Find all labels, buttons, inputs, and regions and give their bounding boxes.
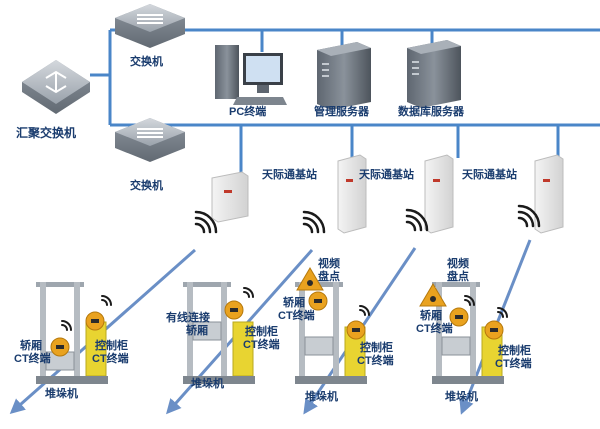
aggregation-switch-label: 汇聚交换机 (16, 126, 77, 140)
base-station-label: 天际通基站 (462, 169, 517, 181)
car-ct-label: CT终端 (14, 353, 51, 365)
pc-icon (215, 45, 287, 105)
base-station-icon (337, 154, 367, 234)
base-station-icon (424, 154, 454, 234)
switch-top-icon (115, 4, 185, 48)
cabinet-ct-label: CT终端 (243, 339, 280, 351)
wired-label: 有线连接 (166, 312, 210, 324)
switch-mid-icon (115, 118, 185, 162)
cabinet-label: 控制柜 (498, 345, 531, 357)
car-label: 轿厢 (283, 297, 305, 309)
backbone-links (90, 28, 600, 175)
car-label: 轿厢 (186, 325, 208, 337)
cabinet-ct-label: CT终端 (357, 355, 394, 367)
stacker-label: 堆垛机 (445, 391, 478, 403)
base-station-icon (211, 171, 249, 223)
base-station-label: 天际通基站 (262, 169, 317, 181)
stacker-crane-icon (432, 282, 504, 384)
car-label: 轿厢 (20, 340, 42, 352)
stacker-crane-icon (183, 282, 255, 384)
server-icon (317, 42, 371, 110)
stacker-label: 堆垛机 (305, 391, 338, 403)
inventory-label: 盘点 (447, 271, 469, 283)
stacker-label: 堆垛机 (191, 378, 224, 390)
inventory-label: 盘点 (318, 271, 340, 283)
server-icon (407, 40, 461, 108)
switch-mid-label: 交换机 (130, 180, 163, 192)
car-ct-label: CT终端 (278, 310, 315, 322)
switch-top-label: 交换机 (130, 56, 163, 68)
stacker-label: 堆垛机 (45, 388, 78, 400)
video-label: 视频 (318, 258, 340, 270)
video-label: 视频 (447, 258, 469, 270)
pc-terminal-label: PC终端 (229, 106, 267, 118)
camera-warning-icon (296, 267, 447, 307)
cabinet-ct-label: CT终端 (495, 358, 532, 370)
mgmt-server-label: 管理服务器 (314, 106, 369, 118)
db-server-label: 数据库服务器 (398, 106, 464, 118)
car-ct-label: CT终端 (416, 323, 453, 335)
base-station-label: 天际通基站 (359, 169, 414, 181)
cabinet-label: 控制柜 (245, 326, 278, 338)
cabinet-label: 控制柜 (95, 340, 128, 352)
wifi-icon (61, 287, 508, 331)
aggregation-switch-icon (22, 60, 90, 114)
stacker-crane-icon (295, 282, 367, 384)
cabinet-label: 控制柜 (360, 342, 393, 354)
wifi-icon (194, 204, 541, 234)
car-label: 轿厢 (420, 310, 442, 322)
cabinet-ct-label: CT终端 (92, 353, 129, 365)
base-station-icon (534, 154, 564, 234)
stacker-crane-icon (36, 282, 108, 384)
